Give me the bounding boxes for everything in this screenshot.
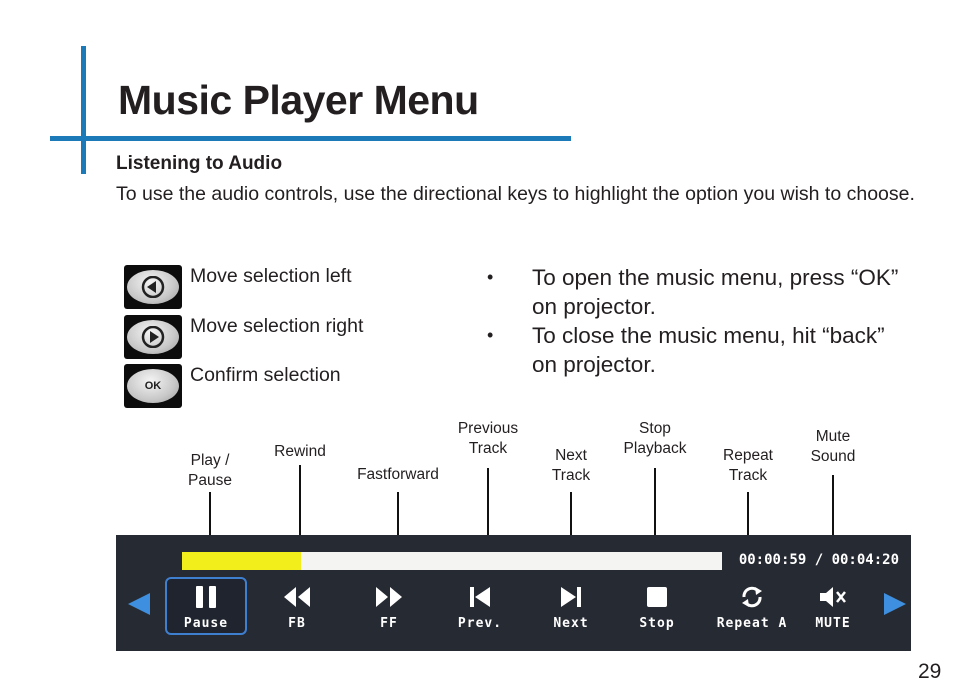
total-time: 00:04:20 [831,552,899,568]
button-caption: Stop [639,615,675,631]
key-row-left: Move selection left [124,265,352,309]
button-caption: Pause [183,615,229,631]
bullet-text: To close the music menu, hit “back” on p… [532,323,885,377]
accent-horizontal-rule [50,136,571,141]
elapsed-time: 00:00:59 [738,552,807,568]
next-track-icon [559,582,583,612]
key-label: Move selection left [190,265,352,287]
callout-mute-sound: Mute Sound [810,428,856,465]
time-readout: 00:00:59 / 00:04:20 [739,552,899,568]
bullet-marker: • [487,267,494,287]
right-arrow-key-icon [124,315,182,359]
bullet-marker: • [487,325,494,345]
button-caption: Prev. [457,615,503,631]
previous-track-button[interactable]: Prev. [439,577,521,635]
button-caption: Next [553,615,589,631]
mute-button[interactable]: MUTE [792,577,874,635]
callout-rewind: Rewind [274,443,326,460]
accent-vertical-rule [81,46,86,174]
fast-forward-icon [374,582,404,612]
list-item: • To open the music menu, press “OK” on p… [487,263,907,321]
scroll-right-arrow-icon[interactable] [880,591,910,622]
repeat-icon [738,582,766,612]
instruction-list: • To open the music menu, press “OK” on p… [487,263,907,379]
callout-play-pause: Play / Pause [188,452,232,489]
button-caption: Repeat A [716,615,788,631]
section-intro: To use the audio controls, use the direc… [116,183,915,205]
repeat-button[interactable]: Repeat A [704,577,800,635]
list-item: • To close the music menu, hit “back” on … [487,321,907,379]
music-player-panel: 00:00:59 / 00:04:20 Pause FB FF Prev. Ne… [116,535,911,651]
button-caption: FB [288,615,306,631]
fast-forward-button[interactable]: FF [348,577,430,635]
section-heading: Listening to Audio [116,153,283,174]
ok-key-icon: OK [124,364,182,408]
bullet-text: To open the music menu, press “OK” on pr… [532,265,899,319]
callout-next-track: Next Track [551,447,591,484]
key-row-ok: OK Confirm selection [124,364,341,408]
stop-icon [645,582,669,612]
left-arrow-key-icon [124,265,182,309]
key-label: Move selection right [190,315,364,337]
rewind-icon [282,582,312,612]
ok-key-text: OK [144,380,162,392]
stop-button[interactable]: Stop [616,577,698,635]
callout-repeat-track: Repeat Track [723,447,773,484]
key-row-right: Move selection right [124,315,363,359]
button-caption: MUTE [815,615,851,631]
callout-fastforward: Fastforward [357,466,439,483]
scroll-left-arrow-icon[interactable] [124,591,154,622]
progress-bar[interactable] [182,552,722,570]
progress-fill [182,552,301,570]
mute-icon [818,582,848,612]
pause-icon [193,582,219,612]
button-caption: FF [380,615,398,631]
pause-button[interactable]: Pause [165,577,247,635]
page-number: 29 [918,660,942,683]
key-label: Confirm selection [190,364,341,386]
fast-backward-button[interactable]: FB [256,577,338,635]
callout-stop-playback: Stop Playback [623,420,687,457]
previous-track-icon [468,582,492,612]
page-title: Music Player Menu [118,77,479,123]
time-separator: / [814,552,824,568]
next-track-button[interactable]: Next [530,577,612,635]
callout-previous-track: Previous Track [457,420,519,457]
